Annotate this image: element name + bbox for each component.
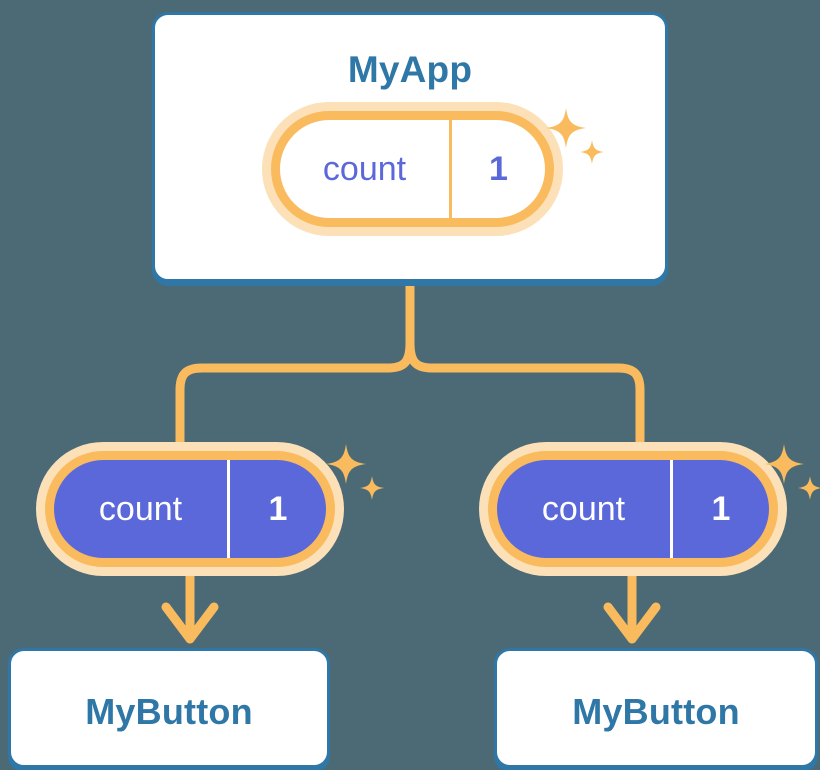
page-title: MyApp [347,49,473,90]
component-card-mybutton-left[interactable]: MyButton [8,648,330,768]
state-value-label: 1 [711,489,731,528]
arrow-down-icon [161,565,219,644]
state-pill-inner: count 1 [497,460,769,558]
state-key-label: count [280,120,452,218]
state-value-label: 1 [268,489,288,528]
state-pill-inner: count 1 [280,120,545,218]
component-card-label: MyButton [572,691,740,732]
component-card-mybutton-right[interactable]: MyButton [494,648,818,768]
branch-line [175,281,645,457]
state-pill-root[interactable]: count 1 [271,111,554,227]
state-pill-right[interactable]: count 1 [488,451,778,567]
component-card-label: MyButton [85,691,253,732]
state-pill-left[interactable]: count 1 [45,451,335,567]
state-key-label: count [54,460,230,558]
arrow-down-icon [603,565,661,644]
state-value-label: 1 [489,149,508,188]
state-pill-inner: count 1 [54,460,326,558]
state-key-label: count [497,460,673,558]
